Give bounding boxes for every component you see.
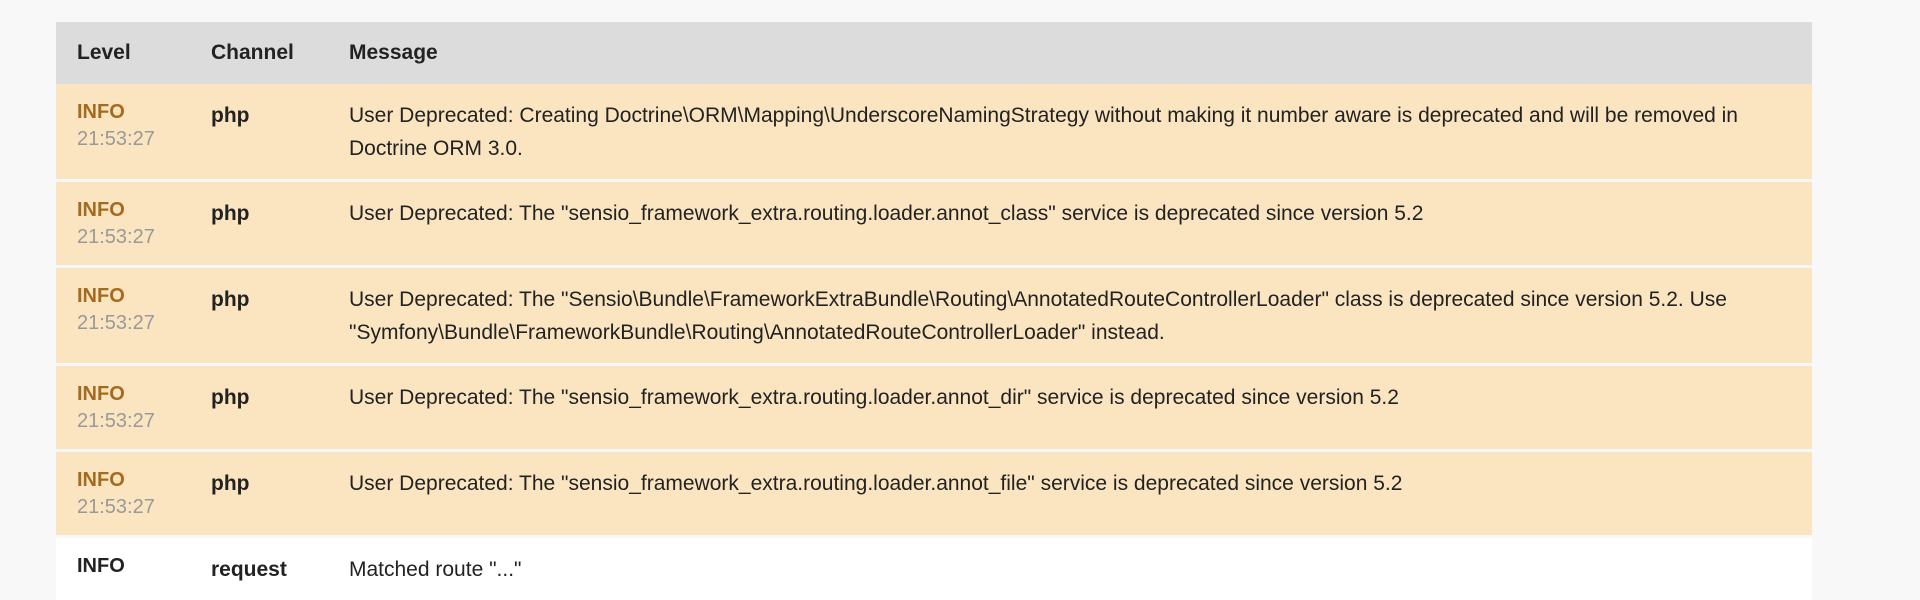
- log-timestamp: 21:53:27: [77, 410, 155, 432]
- log-level-badge: INFO: [77, 383, 125, 405]
- column-header-channel: Channel: [211, 41, 294, 64]
- log-message: User Deprecated: The "sensio_framework_e…: [349, 472, 1403, 495]
- log-row: INFO 21:53:27 php User Deprecated: The "…: [56, 268, 1812, 363]
- log-level-badge: INFO: [77, 285, 125, 307]
- log-row: INFO 21:53:27 php User Deprecated: The "…: [56, 452, 1812, 535]
- log-message: User Deprecated: The "Sensio\Bundle\Fram…: [349, 288, 1727, 344]
- log-message: User Deprecated: The "sensio_framework_e…: [349, 202, 1424, 225]
- profiler-logs-page: { "colors": { "page_bg": "#f8f8f8", "hea…: [56, 22, 1812, 581]
- log-channel: request: [211, 558, 287, 581]
- log-channel: php: [211, 386, 250, 409]
- log-timestamp: 21:53:27: [77, 496, 155, 518]
- logs-table-header: Level Channel Message: [56, 22, 1812, 84]
- log-row: INFO request Matched route "...": [56, 538, 1812, 600]
- log-row: INFO 21:53:27 php User Deprecated: Creat…: [56, 84, 1812, 179]
- log-level-cell: INFO: [77, 553, 211, 586]
- logs-table-body: INFO 21:53:27 php User Deprecated: Creat…: [56, 84, 1812, 600]
- log-channel: php: [211, 104, 250, 127]
- log-message: User Deprecated: The "sensio_framework_e…: [349, 386, 1399, 409]
- log-timestamp: 21:53:27: [77, 128, 155, 150]
- log-level-cell: INFO 21:53:27: [77, 467, 211, 521]
- log-level-cell: INFO 21:53:27: [77, 99, 211, 165]
- log-channel: php: [211, 288, 250, 311]
- log-row: INFO 21:53:27 php User Deprecated: The "…: [56, 366, 1812, 449]
- log-level-badge: INFO: [77, 101, 125, 123]
- log-level-badge: INFO: [77, 199, 125, 221]
- log-timestamp: 21:53:27: [77, 226, 155, 248]
- log-channel: php: [211, 472, 250, 495]
- log-channel: php: [211, 202, 250, 225]
- log-message: User Deprecated: Creating Doctrine\ORM\M…: [349, 104, 1738, 160]
- log-message: Matched route "...": [349, 558, 522, 581]
- column-header-message: Message: [349, 41, 438, 64]
- log-level-cell: INFO 21:53:27: [77, 381, 211, 435]
- log-timestamp: 21:53:27: [77, 312, 155, 334]
- logs-table: Level Channel Message INFO 21:53:27 php …: [56, 22, 1812, 600]
- log-level-badge: INFO: [77, 555, 125, 577]
- log-level-cell: INFO 21:53:27: [77, 197, 211, 251]
- log-level-cell: INFO 21:53:27: [77, 283, 211, 349]
- column-header-level: Level: [77, 41, 131, 64]
- log-level-badge: INFO: [77, 469, 125, 491]
- log-row: INFO 21:53:27 php User Deprecated: The "…: [56, 182, 1812, 265]
